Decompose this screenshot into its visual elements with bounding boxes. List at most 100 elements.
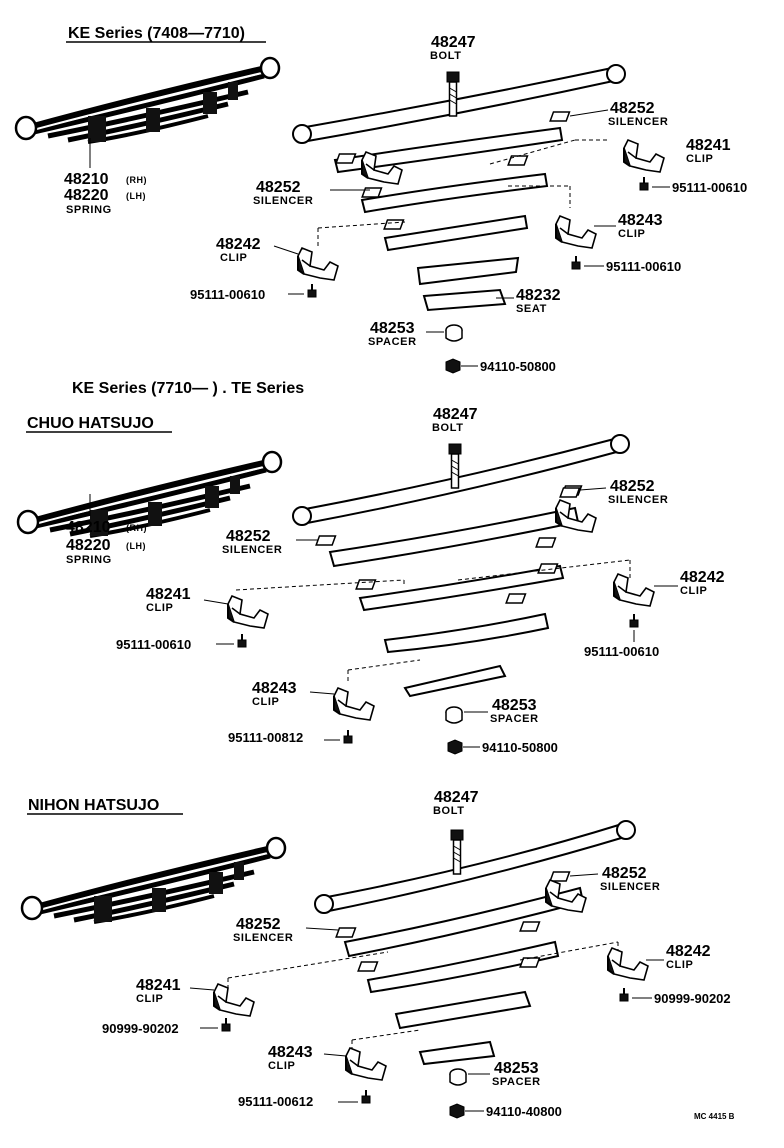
part-48241-clip[interactable]: 48241 CLIP [146, 586, 269, 629]
part-48253-spacer[interactable]: 48253 SPACER [368, 320, 463, 348]
part-label: CLIP [136, 993, 163, 1005]
part-number: 48252 [236, 916, 281, 933]
leaf-spring-assembly-image: 48210 (RH) 48220 (LH) SPRING [18, 452, 281, 566]
part-number: 90999-90202 [654, 991, 731, 1006]
part-number: 48241 [146, 586, 191, 603]
part-number: 48241 [136, 977, 181, 994]
section-nihon-hatsujo: NIHON HATSUJO [22, 789, 731, 1119]
part-94110-40800-nut[interactable]: 94110-40800 [449, 1103, 562, 1119]
part-number: 94110-40800 [486, 1104, 562, 1119]
part-label: BOLT [432, 422, 464, 434]
part-48243-clip[interactable]: 48243 CLIP [268, 1044, 387, 1081]
part-48253-spacer[interactable]: 48253 SPACER [445, 697, 539, 725]
part-number: 48243 [618, 212, 663, 229]
part-95111-00610-screw[interactable]: 95111-00610 [116, 633, 247, 652]
part-number: 48247 [433, 406, 478, 423]
part-48252-silencer[interactable]: 48252 SILENCER [569, 865, 660, 893]
part-number: 48253 [370, 320, 415, 337]
part-48247-bolt[interactable]: 48247 BOLT [430, 34, 476, 117]
part-label: SILENCER [608, 494, 668, 506]
part-number: 95111-00610 [672, 180, 747, 195]
part-label: SILENCER [600, 881, 660, 893]
part-label: SPACER [368, 336, 417, 348]
part-label: SILENCER [233, 932, 293, 944]
part-number: 48252 [256, 179, 301, 196]
part-95111-00610-screw[interactable]: 95111-00610 [584, 613, 659, 659]
part-number: 48232 [516, 287, 561, 304]
leaf-spring-assembly-image: 48210 (RH) 48220 (LH) SPRING [16, 58, 279, 216]
part-number: 48243 [268, 1044, 313, 1061]
section-heading: KE Series (7408—7710) [68, 25, 245, 42]
spring-label: SPRING [66, 554, 112, 566]
spring-rh-side: (RH) [126, 175, 147, 185]
part-94110-50800-nut[interactable]: 94110-50800 [447, 739, 558, 755]
spring-lh-side: (LH) [126, 541, 146, 551]
part-90999-90202-screw[interactable]: 90999-90202 [102, 1017, 231, 1036]
part-48247-bolt[interactable]: 48247 BOLT [432, 406, 478, 489]
spring-rh-side: (RH) [126, 523, 147, 533]
part-label: CLIP [146, 602, 173, 614]
part-label: CLIP [268, 1060, 295, 1072]
part-48243-clip[interactable]: 48243 CLIP [252, 680, 375, 721]
spring-rh-number: 48210 [66, 519, 111, 536]
part-number: 48252 [610, 100, 655, 117]
manufacturer-heading: CHUO HATSUJO [27, 415, 154, 432]
part-48242-clip[interactable]: 48242 CLIP [216, 236, 339, 281]
part-label: SILENCER [222, 544, 282, 556]
part-number: 48241 [686, 137, 731, 154]
part-95111-00610-screw[interactable]: 95111-00610 [571, 255, 681, 274]
part-label: CLIP [666, 959, 693, 971]
part-label: SILENCER [253, 195, 313, 207]
part-48243-clip[interactable]: 48243 CLIP [555, 212, 663, 249]
part-48252-silencer-left[interactable]: 48252 SILENCER [222, 528, 318, 556]
part-number: 95111-00610 [584, 644, 659, 659]
part-label: SILENCER [608, 116, 668, 128]
exploded-leaves [227, 820, 636, 1066]
part-number: 48252 [602, 865, 647, 882]
part-label: SPACER [492, 1076, 541, 1088]
part-number: 90999-90202 [102, 1021, 179, 1036]
spring-label: SPRING [66, 204, 112, 216]
part-95111-00610-screw[interactable]: 95111-00610 [190, 283, 317, 302]
part-number: 95111-00812 [228, 730, 303, 745]
part-48252-silencer[interactable]: 48252 SILENCER [569, 100, 668, 128]
part-48242-clip[interactable]: 48242 CLIP [607, 943, 711, 981]
part-number: 94110-50800 [482, 740, 558, 755]
spring-lh-number: 48220 [66, 537, 111, 554]
part-95111-00812-screw[interactable]: 95111-00812 [228, 729, 353, 745]
part-number: 48242 [666, 943, 711, 960]
part-48252-silencer-lower[interactable]: 48252 SILENCER [253, 179, 370, 207]
figure-reference: MC 4415 B [694, 1112, 735, 1121]
manufacturer-heading: NIHON HATSUJO [28, 797, 159, 814]
part-48241-clip[interactable]: 48241 CLIP [136, 977, 255, 1017]
part-95111-00610-screw[interactable]: 95111-00610 [639, 176, 747, 195]
part-48252-silencer-left[interactable]: 48252 SILENCER [233, 916, 339, 944]
part-90999-90202-screw[interactable]: 90999-90202 [619, 987, 731, 1006]
exploded-leaves [235, 434, 631, 698]
part-48232-seat[interactable]: 48232 SEAT [496, 287, 561, 315]
part-label: CLIP [680, 585, 707, 597]
part-number: 95111-00610 [190, 287, 265, 302]
part-48242-clip[interactable]: 48242 CLIP [613, 569, 725, 607]
part-label: CLIP [618, 228, 645, 240]
part-number: 48253 [494, 1060, 539, 1077]
part-95111-00612-screw[interactable]: 95111-00612 [238, 1089, 371, 1109]
spring-rh-number: 48210 [64, 171, 109, 188]
part-48253-spacer[interactable]: 48253 SPACER [449, 1060, 541, 1088]
part-number: 48242 [680, 569, 725, 586]
part-label: SEAT [516, 303, 547, 315]
part-48241-clip[interactable]: 48241 CLIP [623, 137, 731, 173]
part-label: CLIP [220, 252, 247, 264]
part-number: 95111-00610 [606, 259, 681, 274]
part-number: 95111-00610 [116, 637, 191, 652]
exploded-leaves [292, 64, 626, 312]
part-94110-50800-nut[interactable]: 94110-50800 [445, 358, 556, 374]
part-number: 48247 [434, 789, 479, 806]
leaf-spring-assembly-image [22, 838, 285, 922]
part-48252-silencer[interactable]: 48252 SILENCER [559, 478, 668, 506]
part-label: BOLT [430, 50, 462, 62]
part-number: 48243 [252, 680, 297, 697]
spring-lh-number: 48220 [64, 187, 109, 204]
part-48247-bolt[interactable]: 48247 BOLT [433, 789, 479, 875]
